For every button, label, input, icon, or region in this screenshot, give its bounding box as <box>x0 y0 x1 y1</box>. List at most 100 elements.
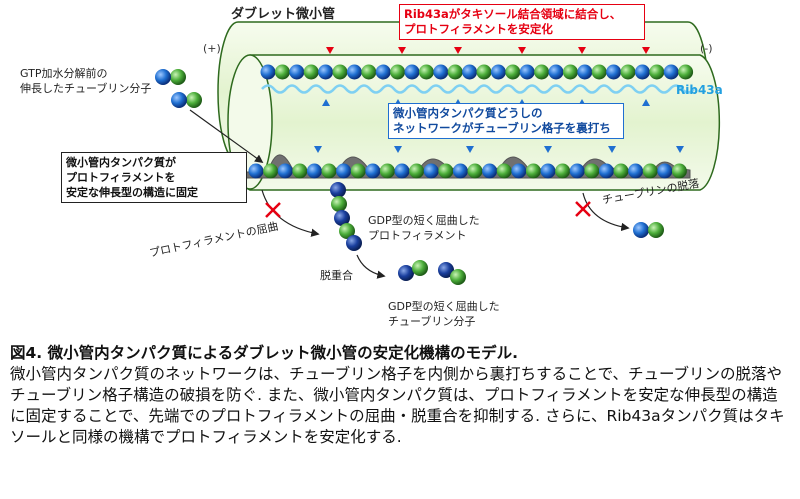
tubulin-subunit <box>634 64 650 80</box>
tubulin-subunit <box>555 163 571 179</box>
tubulin-subunit <box>569 163 585 179</box>
tubulin-subunit <box>548 64 564 80</box>
figure-caption: 図4. 微小管内タンパク質によるダブレット微小管の安定化機構のモデル. 微小管内… <box>10 343 790 448</box>
shedding-arrow <box>582 192 630 232</box>
minus-end-label: (-) <box>700 42 713 55</box>
tubulin-subunit <box>511 163 527 179</box>
tubulin-subunit <box>390 64 406 80</box>
tubulin-subunit <box>394 163 410 179</box>
mip-network-callout: 微小管内タンパク質どうしの ネットワークがチューブリン格子を裏打ち <box>388 103 624 139</box>
tubulin-subunit <box>476 64 492 80</box>
tubulin-subunit <box>678 64 694 80</box>
tubulin-subunit <box>613 163 629 179</box>
tubulin-subunit <box>663 64 679 80</box>
gdp-protofilament-label-line-2: プロトフィラメント <box>368 229 467 242</box>
rib43a-binding-markers <box>326 47 650 54</box>
shed-tubulin-dimer <box>633 222 664 238</box>
blue-marker <box>544 146 552 153</box>
gdp-tubulin-dimer <box>398 260 466 285</box>
tubulin-subunit <box>642 163 658 179</box>
tubulin-subunit <box>467 163 483 179</box>
rib43a-callout: Rib43aがタキソール結合領域に結合し、 プロトフィラメントを安定化 <box>399 4 645 40</box>
red-marker <box>398 47 406 54</box>
tubulin-subunit <box>657 163 673 179</box>
tubulin-subunit <box>260 64 276 80</box>
tubulin-subunit <box>620 64 636 80</box>
tubulin-subunit <box>404 64 420 80</box>
mip-fixation-callout-line-1: 微小管内タンパク質が <box>66 156 176 169</box>
top-protofilament-row <box>260 64 694 80</box>
tubulin-subunit <box>263 163 279 179</box>
tubulin-subunit <box>671 163 687 179</box>
caption-body: 微小管内タンパク質のネットワークは、チューブリン格子を内側から裏打ちすることで、… <box>10 365 785 446</box>
tubulin-subunit <box>318 64 334 80</box>
doublet-microtubule-title: ダブレット微小管 <box>231 7 336 22</box>
tubulin-subunit <box>365 163 381 179</box>
gdp-protofilament-label-line-1: GDP型の短く屈曲した <box>368 214 480 227</box>
tubulin-subunit <box>462 64 478 80</box>
tubulin-subunit <box>606 64 622 80</box>
plus-end-label: (+) <box>203 42 221 55</box>
tubulin-subunit <box>540 163 556 179</box>
gtp-tubulin-label: GTP加水分解前の 伸長したチューブリン分子 <box>20 66 151 96</box>
gdp-tubulin-label-line-1: GDP型の短く屈曲した <box>388 300 500 313</box>
tubulin-subunit <box>375 64 391 80</box>
tubulin-subunit <box>292 163 308 179</box>
red-marker <box>326 47 334 54</box>
blocked-shedding-x <box>575 201 591 217</box>
mip-fixation-callout: 微小管内タンパク質が プロトフィラメントを 安定な伸長型の構造に固定 <box>61 152 247 203</box>
gdp-tubulin-label: GDP型の短く屈曲した チューブリン分子 <box>388 299 500 329</box>
red-marker <box>454 47 462 54</box>
tubulin-subunit <box>649 64 665 80</box>
depolymerization-arrow <box>356 254 386 279</box>
tubulin-subunit <box>336 163 352 179</box>
gtp-arrow <box>189 109 264 163</box>
tubulin-subunit <box>482 163 498 179</box>
tubulin-subunit <box>452 163 468 179</box>
tubulin-subunit <box>409 163 425 179</box>
tubulin-subunit <box>505 64 521 80</box>
blue-marker <box>322 99 330 106</box>
tubulin-subunit <box>433 64 449 80</box>
tubulin-subunit <box>379 163 395 179</box>
tubulin-subunit <box>525 163 541 179</box>
gtp-tubulin-label-line-1: GTP加水分解前の <box>20 67 108 80</box>
blue-marker <box>394 146 402 153</box>
rib43a-callout-line-2: プロトフィラメントを安定化 <box>404 22 553 36</box>
rib43a-label: Rib43a <box>676 83 723 97</box>
tubulin-subunit <box>361 64 377 80</box>
blue-marker <box>314 146 322 153</box>
tubulin-subunit <box>438 163 454 179</box>
caption-title: 図4. 微小管内タンパク質によるダブレット微小管の安定化機構のモデル. <box>10 344 518 362</box>
blue-marker <box>642 99 650 106</box>
gdp-protofilament-label: GDP型の短く屈曲した プロトフィラメント <box>368 213 480 243</box>
red-marker <box>642 47 650 54</box>
depolymerization-label: 脱重合 <box>320 269 353 282</box>
tubulin-subunit <box>628 163 644 179</box>
bending-arrow <box>261 189 320 237</box>
rib43a-callout-line-1: Rib43aがタキソール結合領域に結合し、 <box>404 7 622 21</box>
gdp-tubulin-label-line-2: チューブリン分子 <box>388 315 476 328</box>
tubulin-subunit <box>534 64 550 80</box>
mip-fixation-callout-line-2: プロトフィラメントを <box>66 171 176 184</box>
tubulin-subunit <box>598 163 614 179</box>
tubulin-subunit <box>423 163 439 179</box>
blocked-bending-x <box>265 202 281 218</box>
mip-fixation-callout-line-3: 安定な伸長型の構造に固定 <box>66 186 198 199</box>
tubulin-subunit <box>562 64 578 80</box>
red-marker <box>578 47 586 54</box>
mip-network-callout-line-1: 微小管内タンパク質どうしの <box>393 106 543 120</box>
tubulin-subunit <box>346 64 362 80</box>
tubulin-subunit <box>496 163 512 179</box>
tubulin-subunit <box>591 64 607 80</box>
doublet-microtubule-diagram <box>155 21 721 285</box>
blue-marker <box>676 146 684 153</box>
tubulin-subunit <box>306 163 322 179</box>
blue-marker <box>466 146 474 153</box>
bottom-protofilament-row <box>248 163 687 179</box>
tubulin-subunit <box>350 163 366 179</box>
rib43a-filament <box>261 84 695 94</box>
tubulin-subunit <box>274 64 290 80</box>
mip-network-callout-line-2: ネットワークがチューブリン格子を裏打ち <box>393 121 611 135</box>
gdp-bent-protofilament <box>330 182 362 251</box>
